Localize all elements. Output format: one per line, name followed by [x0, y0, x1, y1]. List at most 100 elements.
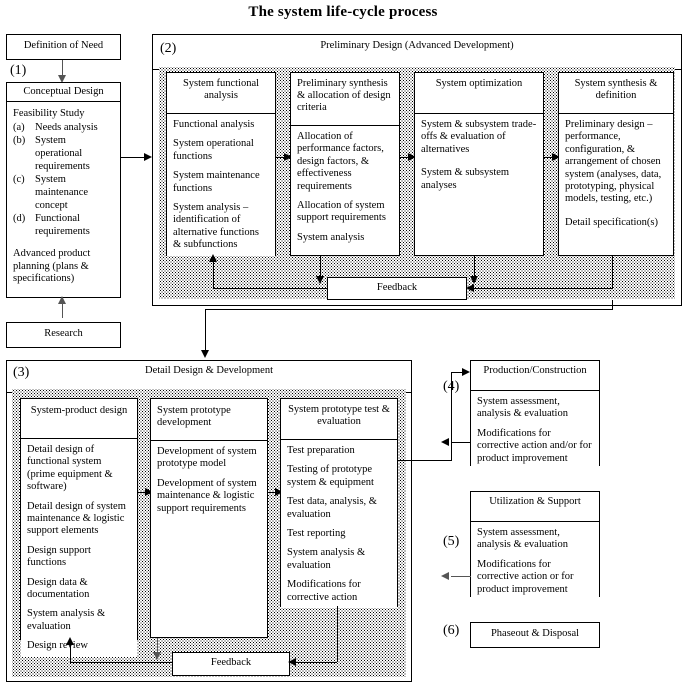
production-construction-body: System assessment, analysis & evaluation…	[471, 391, 599, 470]
connector-p2-to-p3-horizontal	[205, 309, 613, 311]
connector-research-to-conceptual	[62, 300, 64, 318]
list-item-label: (d)	[13, 213, 26, 225]
list-item-text: System operational requirements	[35, 135, 90, 173]
system-prototype-development-header: System prototype development	[151, 399, 267, 441]
conceptual-design-body: Feasibility Study (a)Needs analysis (b)S…	[7, 102, 120, 290]
list-item-label: (a)	[13, 122, 25, 134]
list-item: Development of system prototype model	[157, 446, 257, 470]
list-item: System & subsystem trade-offs & evaluati…	[421, 119, 537, 155]
arrowhead-p3-to-p4	[462, 368, 470, 376]
list-item: Modifications for corrective action and/…	[477, 427, 592, 464]
connector-p3-to-p4-vertical	[451, 372, 453, 461]
list-item: Design data & documentation	[27, 576, 90, 601]
phase-3-feedback-box[interactable]: Feedback	[172, 652, 290, 676]
research-box[interactable]: Research	[6, 322, 121, 348]
list-item: (c)System maintenance concept	[13, 173, 114, 212]
phase-5-marker: (5)	[443, 534, 460, 549]
list-item: Test reporting	[287, 528, 346, 540]
arrowhead-research-to-conceptual	[58, 296, 66, 304]
connector-p2-exit-down	[612, 300, 614, 310]
connector-p2-to-p3-vertical	[205, 309, 207, 353]
list-item: Design support functions	[27, 544, 91, 569]
connector-p2b1-to-p2b2	[276, 157, 288, 159]
list-item: Preliminary design – performance, config…	[565, 119, 662, 205]
production-construction-box[interactable]: Production/Construction System assessmen…	[470, 360, 600, 470]
advanced-product-planning-text: Advanced product planning (plans & speci…	[13, 248, 91, 285]
phase-3-feedback-label: Feedback	[210, 657, 252, 668]
arrowhead-p4-feedback-out	[441, 438, 449, 446]
connector-feedback-left-output	[213, 288, 328, 290]
preliminary-synthesis-body: Allocation of performance factors, desig…	[291, 126, 399, 249]
arrowhead-p2b3-to-p2b4	[552, 153, 560, 161]
connector-p3b2-down-to-feedback	[157, 638, 159, 656]
system-synthesis-definition-box[interactable]: System synthesis & definition Preliminar…	[558, 72, 674, 256]
list-item: Design review	[27, 640, 88, 652]
definition-of-need-box[interactable]: Definition of Need	[6, 34, 121, 60]
list-item: System assessment, analysis & evaluation	[477, 527, 568, 551]
conceptual-design-header: Conceptual Design	[7, 83, 120, 102]
arrowhead-p2b2-to-feedback	[316, 276, 324, 284]
connector-p3b1-to-p3b2	[138, 492, 150, 494]
list-item: System maintenance functions	[173, 170, 260, 194]
system-optimization-box[interactable]: System optimization System & subsystem t…	[414, 72, 544, 256]
list-item: System operational functions	[173, 138, 254, 162]
phase-2-marker: (2)	[160, 41, 177, 56]
feasibility-item-list: (a)Needs analysis (b)System operational …	[13, 121, 114, 238]
list-item: Testing of prototype system & equipment	[287, 464, 374, 488]
system-synthesis-definition-body: Preliminary design – performance, config…	[559, 114, 673, 234]
connector-p4-entry	[451, 372, 466, 374]
list-item: Allocation of performance factors, desig…	[297, 131, 384, 192]
system-prototype-test-box[interactable]: System prototype test & evaluation Test …	[280, 398, 398, 609]
conceptual-design-box[interactable]: Conceptual Design Feasibility Study (a)N…	[6, 82, 121, 298]
arrowhead-feedback-to-p3b1	[66, 637, 74, 645]
preliminary-synthesis-box[interactable]: Preliminary synthesis & allocation of de…	[290, 72, 400, 256]
phaseout-disposal-box[interactable]: Phaseout & Disposal	[470, 622, 600, 648]
research-label: Research	[7, 323, 120, 343]
connector-p2b2-down-to-feedback	[320, 256, 322, 280]
system-optimization-body: System & subsystem trade-offs & evaluati…	[415, 114, 543, 197]
list-item: Test data, analysis, & evaluation	[287, 496, 377, 520]
connector-p4-feedback-out	[451, 442, 471, 444]
utilization-support-header: Utilization & Support	[471, 492, 599, 522]
phase-4-marker: (4)	[443, 379, 460, 394]
list-item: Functional analysis	[173, 119, 255, 130]
arrowhead-p2b1-to-p2b2	[284, 153, 292, 161]
connector-feedback-left-output-p3	[70, 662, 173, 664]
connector-p2b3-to-p2b4	[544, 157, 556, 159]
list-item: (a) Needs analysis	[13, 121, 114, 134]
connector-conceptual-to-phase2	[121, 157, 146, 159]
system-functional-analysis-box[interactable]: System functional analysis Functional an…	[166, 72, 276, 256]
system-functional-analysis-body: Functional analysis System operational f…	[167, 114, 275, 256]
arrowhead-p3b2-to-feedback	[153, 652, 161, 660]
arrowhead-feedback-right-input-p3	[288, 658, 296, 666]
list-item: System analysis & evaluation	[287, 547, 366, 571]
preliminary-synthesis-header: Preliminary synthesis & allocation of de…	[291, 73, 399, 126]
list-item-text: Functional requirements	[35, 213, 90, 238]
list-item: Test preparation	[287, 445, 355, 456]
connector-p3b2-to-p3b3	[268, 492, 280, 494]
definition-of-need-label: Definition of Need	[7, 35, 120, 55]
list-item: System & subsystem analyses	[421, 167, 510, 191]
list-item: System analysis	[297, 231, 365, 243]
list-item: System analysis & evaluation	[27, 608, 106, 632]
system-functional-analysis-header: System functional analysis	[167, 73, 275, 114]
system-synthesis-definition-header: System synthesis & definition	[559, 73, 673, 114]
utilization-support-box[interactable]: Utilization & Support System assessment,…	[470, 491, 600, 601]
phase-2-feedback-box[interactable]: Feedback	[327, 277, 467, 300]
connector-feedback-up-to-p2b1	[213, 262, 215, 289]
system-prototype-development-box[interactable]: System prototype development Development…	[150, 398, 268, 638]
connector-need-to-conceptual	[62, 60, 64, 78]
list-item: System analysis – identification of alte…	[173, 202, 260, 251]
list-item-text: Needs analysis	[35, 122, 98, 134]
page-title: The system life-cycle process	[248, 4, 438, 20]
system-prototype-test-body: Test preparation Testing of prototype sy…	[281, 440, 397, 609]
list-item-label: (c)	[13, 174, 25, 186]
list-item: Modifications for corrective action	[287, 579, 361, 603]
list-item: Modifications for corrective action or f…	[477, 558, 574, 595]
list-item: Detail specification(s)	[565, 216, 659, 228]
arrowhead-p5-feedback-out	[441, 572, 449, 580]
system-product-design-box[interactable]: System-product design Detail design of f…	[20, 398, 138, 657]
phase-1-marker: (1)	[10, 63, 27, 78]
phase-3-marker: (3)	[13, 365, 30, 380]
phase-2-feedback-label: Feedback	[376, 282, 418, 293]
